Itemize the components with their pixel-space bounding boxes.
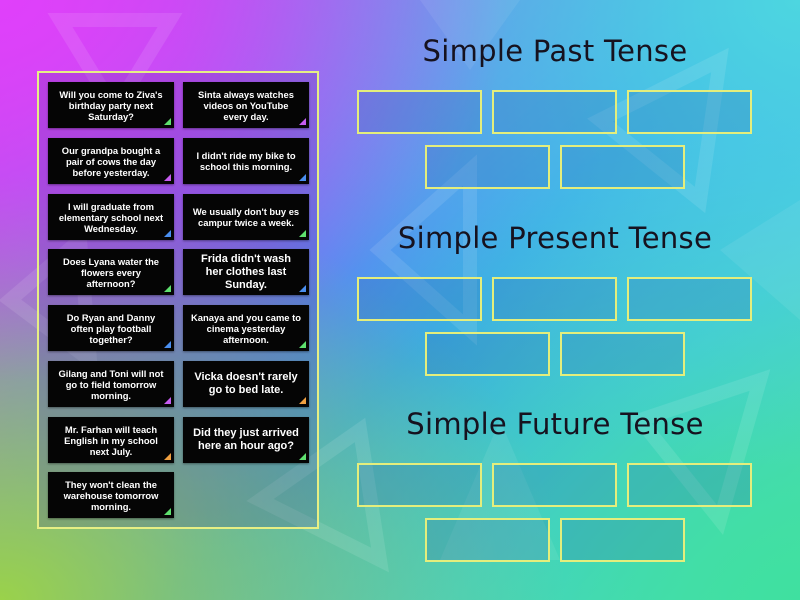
answer-card-text: Do Ryan and Danny often play football to… [66, 311, 156, 345]
answer-card-text: Will you come to Ziva's birthday party n… [59, 88, 163, 122]
drop-slot-past[interactable] [425, 145, 550, 189]
heading-simple-future: Simple Future Tense [406, 407, 704, 441]
answer-card-text: Vicka doesn't rarely go to bed late. [194, 371, 298, 396]
answer-card-text: They won't clean the warehouse tomorrow … [63, 478, 159, 512]
answer-card[interactable]: Do Ryan and Danny often play football to… [48, 305, 174, 351]
answer-card-text: Kanaya and you came to cinema yesterday … [191, 311, 301, 345]
card-bank: Will you come to Ziva's birthday party n… [37, 71, 319, 529]
heading-simple-past: Simple Past Tense [422, 34, 688, 68]
heading-simple-present: Simple Present Tense [397, 221, 713, 255]
corner-triangle-icon [164, 341, 171, 348]
answer-card[interactable]: Sinta always watches videos on YouTube e… [183, 82, 309, 128]
corner-triangle-icon [164, 230, 171, 237]
answer-card-text: Frida didn't wash her clothes last Sunda… [200, 252, 291, 291]
drop-slot-future[interactable] [492, 463, 617, 507]
drop-slot-present[interactable] [357, 277, 482, 321]
corner-triangle-icon [299, 397, 306, 404]
answer-card-text: Did they just arrived here an hour ago? [193, 427, 299, 452]
drop-slot-present[interactable] [627, 277, 752, 321]
answer-card[interactable]: Did they just arrived here an hour ago? [183, 417, 309, 463]
answer-card-text: I didn't ride my bike to school this mor… [196, 150, 296, 172]
answer-card[interactable]: Our grandpa bought a pair of cows the da… [48, 138, 174, 184]
drop-slot-past[interactable] [357, 90, 482, 134]
corner-triangle-icon [299, 285, 306, 292]
drop-slot-present[interactable] [560, 332, 685, 376]
answer-card-text: I will graduate from elementary school n… [58, 200, 164, 234]
answer-card[interactable]: They won't clean the warehouse tomorrow … [48, 472, 174, 518]
drop-slot-past[interactable] [627, 90, 752, 134]
corner-triangle-icon [299, 453, 306, 460]
answer-card-text: Mr. Farhan will teach English in my scho… [64, 423, 158, 457]
answer-card[interactable]: Mr. Farhan will teach English in my scho… [48, 417, 174, 463]
answer-card[interactable]: Gilang and Toni will not go to field tom… [48, 361, 174, 407]
answer-card[interactable]: Frida didn't wash her clothes last Sunda… [183, 249, 309, 295]
drop-slot-future[interactable] [425, 518, 550, 562]
corner-triangle-icon [164, 285, 171, 292]
answer-card[interactable]: Will you come to Ziva's birthday party n… [48, 82, 174, 128]
answer-card-text: Sinta always watches videos on YouTube e… [198, 88, 294, 122]
drop-slot-present[interactable] [425, 332, 550, 376]
corner-triangle-icon [164, 453, 171, 460]
corner-triangle-icon [299, 174, 306, 181]
drop-slot-present[interactable] [492, 277, 617, 321]
drop-slot-past[interactable] [560, 145, 685, 189]
corner-triangle-icon [164, 397, 171, 404]
answer-card-text: Does Lyana water the flowers every after… [62, 255, 160, 289]
answer-card[interactable]: Vicka doesn't rarely go to bed late. [183, 361, 309, 407]
answer-card[interactable]: I will graduate from elementary school n… [48, 194, 174, 240]
drop-slot-future[interactable] [357, 463, 482, 507]
corner-triangle-icon [164, 508, 171, 515]
answer-card[interactable]: Does Lyana water the flowers every after… [48, 249, 174, 295]
answer-card-text: Gilang and Toni will not go to field tom… [58, 367, 164, 401]
corner-triangle-icon [164, 174, 171, 181]
answer-card[interactable]: Kanaya and you came to cinema yesterday … [183, 305, 309, 351]
corner-triangle-icon [164, 118, 171, 125]
drop-slot-past[interactable] [492, 90, 617, 134]
drop-slot-future[interactable] [627, 463, 752, 507]
corner-triangle-icon [299, 341, 306, 348]
drop-slot-future[interactable] [560, 518, 685, 562]
corner-triangle-icon [299, 118, 306, 125]
answer-card[interactable]: I didn't ride my bike to school this mor… [183, 138, 309, 184]
corner-triangle-icon [299, 230, 306, 237]
answer-card-text: Our grandpa bought a pair of cows the da… [61, 144, 161, 178]
answer-card-text: We usually don't buy es campur twice a w… [192, 206, 300, 228]
answer-card[interactable]: We usually don't buy es campur twice a w… [183, 194, 309, 240]
